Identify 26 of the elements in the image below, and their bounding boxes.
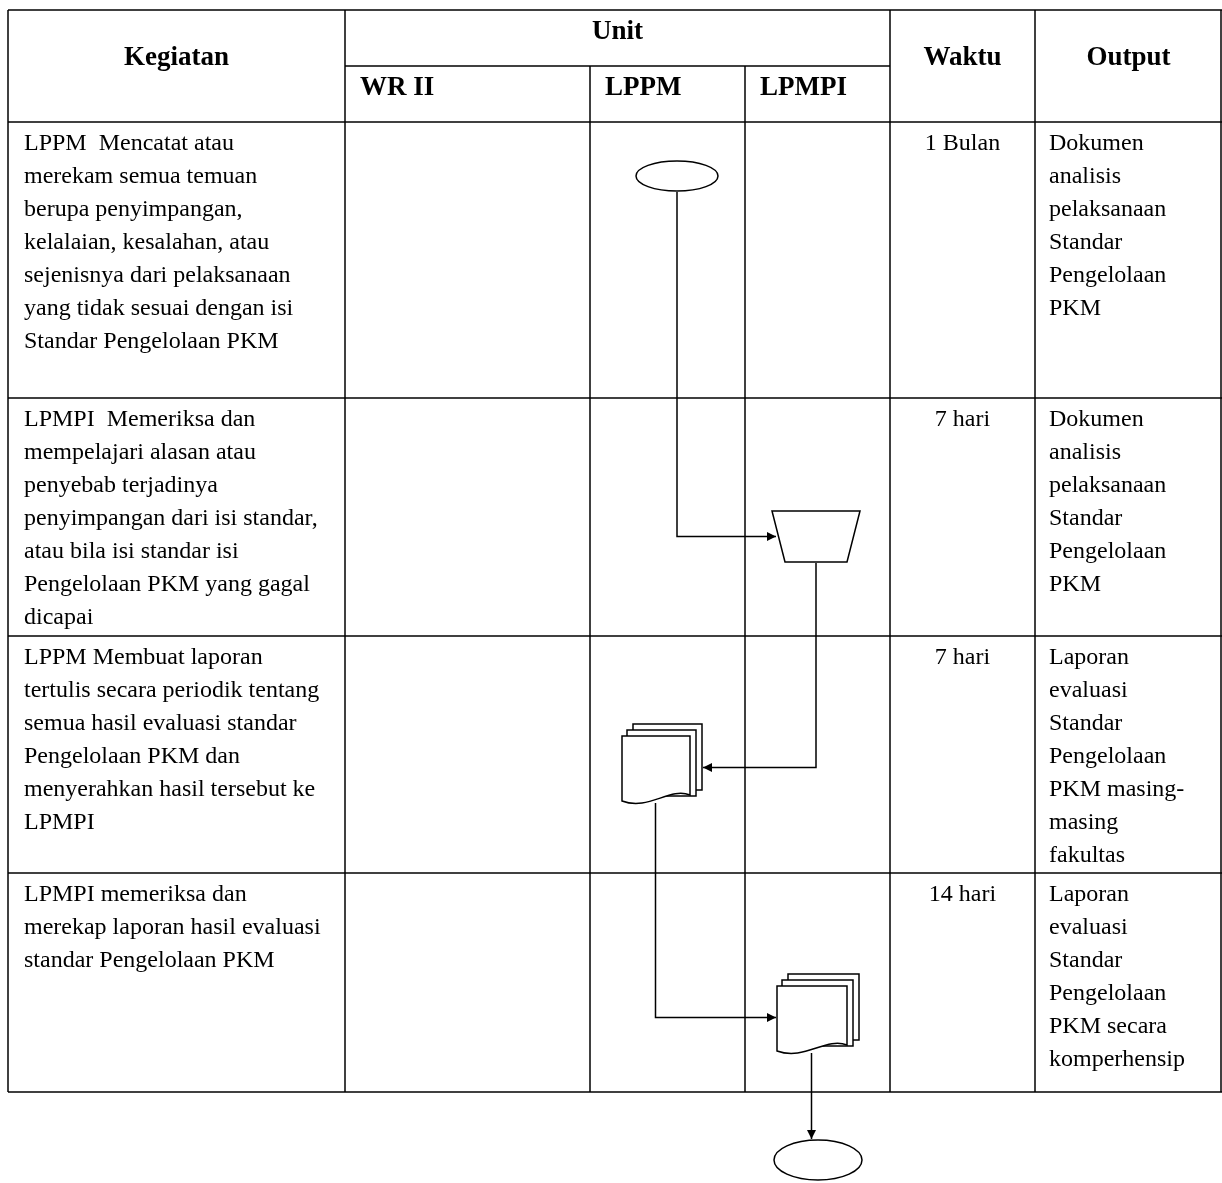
terminator-oval: [773, 1139, 863, 1181]
column-header: WR II: [360, 70, 436, 103]
column-header: Kegiatan: [123, 40, 230, 73]
column-header: LPMPI: [760, 70, 848, 103]
activity-text: LPPM Mencatat atau merekam semua temuan berupa penyimpangan, kelalaian, kesalahan, atau sejenisnya dari pelaksanaan yang tidak sesuai dengan isi Standar Pengelolaan PKM: [24, 128, 295, 355]
manual-operation-trapezoid: [771, 510, 861, 563]
column-header: Output: [1085, 40, 1172, 73]
activity-text: LPPM Membuat laporan tertulis secara periodik tentang semua hasil evaluasi standar Pengelolaan PKM dan menyerahkan hasil tersebut ke LPMPI: [24, 642, 321, 836]
output-text: Dokumen analisis pelaksanaan Standar Pengelolaan PKM: [1049, 128, 1168, 322]
column-header: LPPM: [605, 70, 683, 103]
arrow: [676, 191, 777, 541]
output-text: Laporan evaluasi Standar Pengelolaan PKM secara komperhensip: [1049, 879, 1186, 1073]
output-text: Laporan evaluasi Standar Pengelolaan PKM masing-masing fakultas: [1049, 642, 1186, 869]
activity-text: LPMPI memeriksa dan merekap laporan hasil evaluasi standar Pengelolaan PKM: [24, 879, 322, 974]
duration-text: 7 hari: [933, 404, 992, 433]
arrow: [654, 802, 777, 1022]
activity-text: LPMPI Memeriksa dan mempelajari alasan atau penyebab terjadinya penyimpangan dari isi standar, atau bila isi standar isi Pengelolaan PKM yang gagal dicapai: [24, 404, 319, 631]
arrow: [702, 562, 817, 772]
arrow: [807, 1052, 816, 1140]
duration-text: 14 hari: [927, 879, 998, 908]
column-header: Waktu: [922, 40, 1003, 73]
column-header: Unit: [591, 14, 644, 47]
output-text: Dokumen analisis pelaksanaan Standar Pengelolaan PKM: [1049, 404, 1168, 598]
terminator-oval: [635, 160, 719, 192]
duration-text: 1 Bulan: [923, 128, 1002, 157]
duration-text: 7 hari: [933, 642, 992, 671]
